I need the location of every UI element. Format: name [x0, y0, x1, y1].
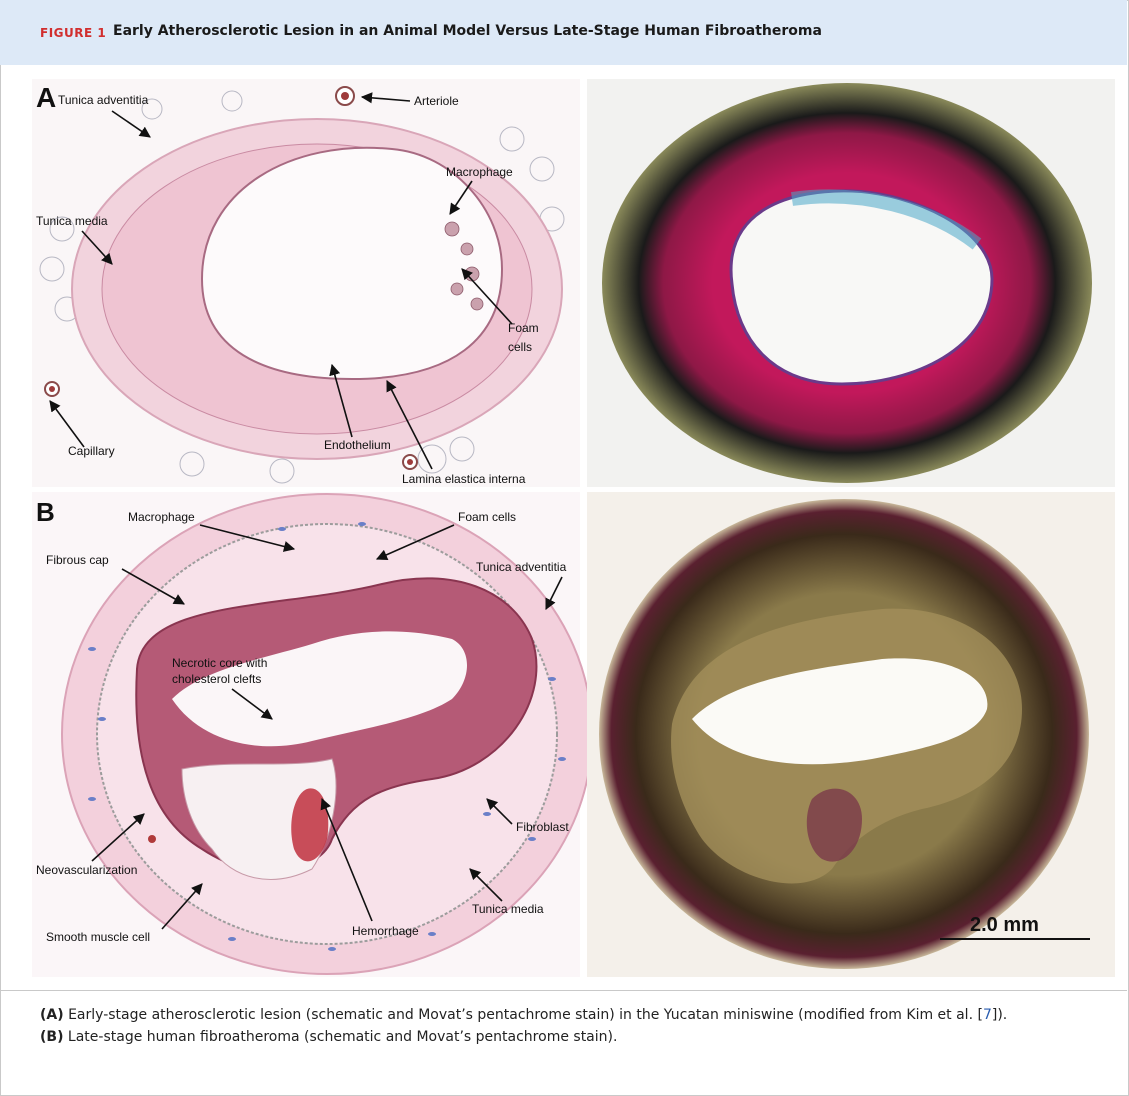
panel-b-letter: B [36, 497, 55, 527]
b-label-macrophage: Macrophage [128, 510, 195, 524]
b-label-necrotic-2: cholesterol clefts [172, 672, 261, 686]
caption-a-end: ]). [992, 1007, 1007, 1023]
a-label-tunica-media: Tunica media [36, 214, 108, 228]
caption-divider [0, 990, 1127, 991]
b-label-tunica-media: Tunica media [472, 902, 544, 916]
figure-image: A Tunica adventitia Arteriole Macrophage… [32, 79, 1115, 977]
panel-b-stain: 2.0 mm [587, 492, 1115, 977]
caption-a: (A) Early-stage atherosclerotic lesion (… [40, 1005, 1007, 1025]
caption-a-reference-link[interactable]: 7 [983, 1007, 992, 1023]
figure-label: FIGURE 1 [40, 26, 106, 40]
caption-a-text: Early-stage atherosclerotic lesion (sche… [64, 1007, 983, 1023]
b-label-foam-cells: Foam cells [458, 510, 516, 524]
panel-b-schematic: B Macrophage Foam cells Fibrous cap Tuni… [32, 492, 592, 977]
panel-a-stain [587, 79, 1115, 487]
a-label-lamina: Lamina elastica interna [402, 472, 526, 486]
caption-b-label: (B) [40, 1029, 63, 1045]
panel-a-schematic: A Tunica adventitia Arteriole Macrophage… [32, 79, 580, 487]
b-label-tunica-adventitia: Tunica adventitia [476, 560, 567, 574]
a-label-macrophage: Macrophage [446, 165, 513, 179]
a-label-tunica-adventitia: Tunica adventitia [58, 93, 149, 107]
a-label-foam-1: Foam [508, 321, 539, 335]
panel-a-letter: A [36, 82, 56, 113]
a-label-arteriole: Arteriole [414, 94, 459, 108]
b-label-fibrous-cap: Fibrous cap [46, 553, 109, 567]
figure-title: Early Atherosclerotic Lesion in an Anima… [113, 23, 822, 39]
scale-bar-label: 2.0 mm [970, 914, 1039, 936]
caption-b: (B) Late-stage human fibroatheroma (sche… [40, 1027, 617, 1047]
a-label-endothelium: Endothelium [324, 438, 391, 452]
caption-b-text: Late-stage human fibroatheroma (schemati… [63, 1029, 617, 1045]
a-label-foam-2: cells [508, 340, 532, 354]
figure-header: FIGURE 1 Early Atherosclerotic Lesion in… [0, 0, 1127, 65]
b-label-fibroblast: Fibroblast [516, 820, 569, 834]
b-label-necrotic-1: Necrotic core with [172, 656, 267, 670]
b-label-hemorrhage: Hemorrhage [352, 924, 419, 938]
caption-a-label: (A) [40, 1007, 64, 1023]
b-label-smooth-muscle: Smooth muscle cell [46, 930, 150, 944]
a-label-capillary: Capillary [68, 444, 115, 458]
b-label-neovascularization: Neovascularization [36, 863, 137, 877]
